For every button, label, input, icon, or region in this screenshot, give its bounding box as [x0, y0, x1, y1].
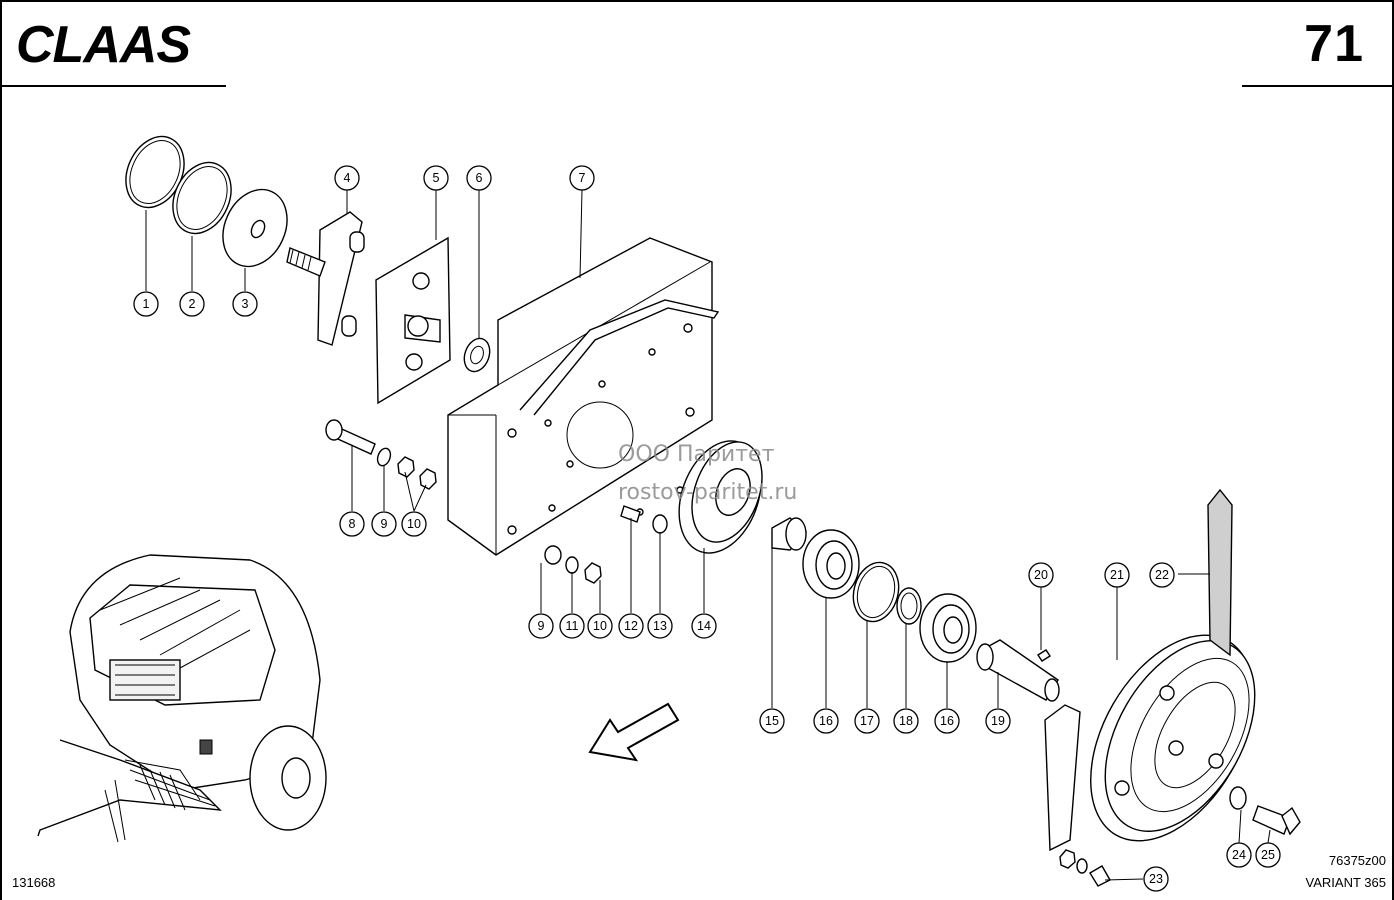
- svg-text:17: 17: [860, 714, 874, 728]
- callout-20: 20: [1028, 562, 1054, 588]
- key-20: [1037, 649, 1051, 662]
- nut-10c: [584, 562, 602, 584]
- direction-arrow: [588, 702, 680, 762]
- svg-text:22: 22: [1155, 568, 1169, 582]
- washer-6: [463, 337, 491, 373]
- svg-text:6: 6: [476, 171, 483, 185]
- callout-5: 5: [423, 165, 449, 191]
- svg-text:16: 16: [819, 714, 833, 728]
- svg-text:14: 14: [697, 619, 711, 633]
- svg-text:12: 12: [624, 619, 638, 633]
- svg-text:21: 21: [1110, 568, 1124, 582]
- svg-text:24: 24: [1232, 848, 1246, 862]
- watermark-url: rostov-paritet.ru: [618, 480, 798, 505]
- washer-13: [652, 514, 668, 534]
- callout-16: 16: [813, 708, 839, 734]
- callout-10: 10: [401, 511, 427, 537]
- callout-8: 8: [339, 511, 365, 537]
- callout-13: 13: [647, 613, 673, 639]
- stud-12: [620, 505, 641, 523]
- svg-text:11: 11: [566, 619, 579, 633]
- callout-6: 6: [466, 165, 492, 191]
- callout-10b: 10: [587, 613, 613, 639]
- callout-21: 21: [1104, 562, 1130, 588]
- watermark-company: ООО Паритет: [618, 442, 775, 467]
- callout-18: 18: [893, 708, 919, 734]
- callout-4: 4: [334, 165, 360, 191]
- leader-lines: [145, 189, 1271, 881]
- svg-text:13: 13: [653, 619, 667, 633]
- nut-10b: [419, 468, 437, 490]
- svg-text:18: 18: [899, 714, 913, 728]
- claas-logo: CLAAS: [14, 14, 244, 75]
- svg-text:10: 10: [593, 619, 607, 633]
- svg-text:9: 9: [538, 619, 545, 633]
- svg-text:2: 2: [189, 297, 196, 311]
- nut-10: [397, 456, 415, 478]
- svg-text:20: 20: [1034, 568, 1048, 582]
- svg-text:10: 10: [407, 517, 421, 531]
- footer-left-code: 131668: [12, 875, 56, 890]
- snap-ring-17: [852, 561, 900, 623]
- header-rule-right: [1242, 85, 1394, 87]
- washer-9b: [544, 545, 562, 565]
- gear-housing-7: [447, 237, 713, 556]
- washer-9: [376, 447, 392, 467]
- callout-15: 15: [759, 708, 785, 734]
- callout-12: 12: [618, 613, 644, 639]
- callout-16b: 16: [934, 708, 960, 734]
- o-ring-2: [172, 161, 232, 235]
- svg-text:7: 7: [579, 171, 586, 185]
- svg-text:16: 16: [940, 714, 954, 728]
- claas-logo-graphic: CLAAS: [16, 16, 192, 74]
- callout-9: 9: [371, 511, 397, 537]
- callout-24: 24: [1226, 842, 1252, 868]
- svg-text:4: 4: [344, 171, 351, 185]
- svg-text:8: 8: [349, 517, 356, 531]
- header-rule-left: [0, 85, 226, 87]
- callout-11: 11: [559, 613, 585, 639]
- nut-23: [1059, 849, 1076, 869]
- svg-text:9: 9: [381, 517, 388, 531]
- svg-text:5: 5: [433, 171, 440, 185]
- washer-23: [1076, 858, 1088, 874]
- callout-1: 1: [133, 291, 159, 317]
- stud-4: [286, 247, 326, 277]
- callout-2: 2: [179, 291, 205, 317]
- callout-7: 7: [569, 165, 595, 191]
- svg-text:1: 1: [143, 297, 150, 311]
- svg-text:3: 3: [242, 297, 249, 311]
- callouts: 1 2 3 4 5 6 7 8 9 10 9 11 10 12 13 14 15…: [133, 165, 1281, 892]
- callout-19: 19: [985, 708, 1011, 734]
- bolt-25: [1252, 805, 1291, 835]
- v-belt-22: [1207, 488, 1233, 657]
- callout-3: 3: [232, 291, 258, 317]
- callout-23: 23: [1143, 866, 1169, 892]
- brand-text: CLAAS: [16, 16, 191, 70]
- washer-11: [565, 556, 579, 574]
- page-number: 71: [1304, 15, 1364, 73]
- callout-17: 17: [854, 708, 880, 734]
- callout-14: 14: [691, 613, 717, 639]
- washer-24: [1229, 786, 1247, 810]
- callout-9b: 9: [528, 613, 554, 639]
- pulley-bracket-21: [1044, 704, 1081, 852]
- callout-22: 22: [1149, 562, 1175, 588]
- svg-text:23: 23: [1149, 872, 1163, 886]
- svg-text:15: 15: [765, 714, 779, 728]
- drawing-code: 76375z00: [1328, 853, 1386, 868]
- callout-25: 25: [1255, 842, 1281, 868]
- model-label: VARIANT 365: [1305, 875, 1386, 890]
- svg-text:25: 25: [1261, 848, 1275, 862]
- baler-illustration: [37, 554, 327, 843]
- svg-text:19: 19: [991, 714, 1005, 728]
- bolt-23: [1089, 865, 1111, 887]
